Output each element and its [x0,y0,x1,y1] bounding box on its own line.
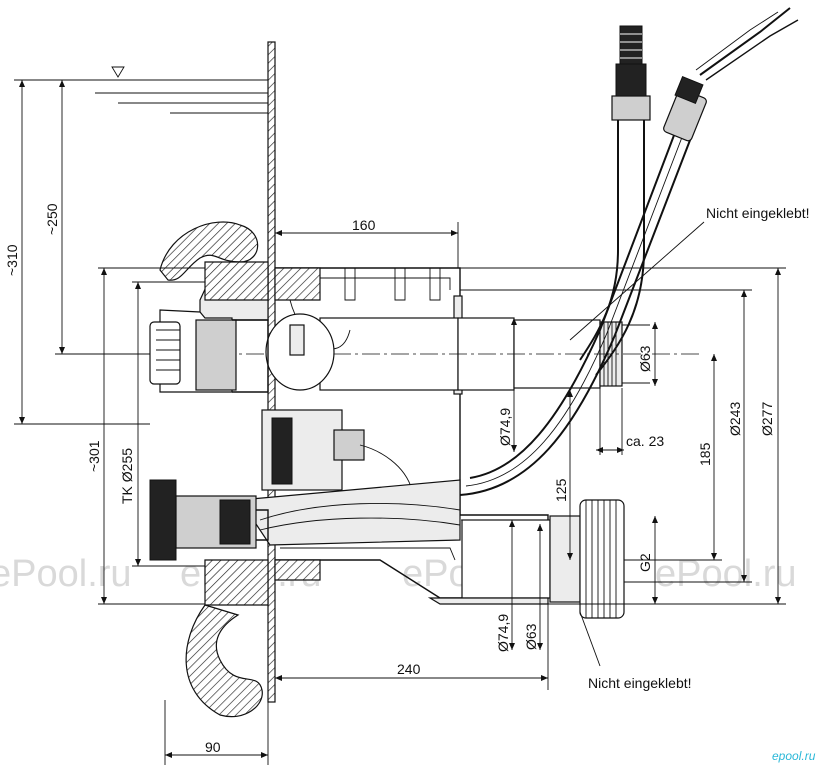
dimension-labels: 160 240 90 ~250 ~310 ~301 TK Ø255 Ø243 Ø… [4,203,810,755]
sensor-tube [579,25,651,376]
watermark-layer: ePool.ru ePool.ru ePool.ru ePool.ru epoo… [0,553,816,763]
dim-240: 240 [397,661,421,677]
dim-g2: G2 [637,553,653,572]
water-level-symbol [60,66,268,114]
dim-301: ~301 [86,440,102,472]
dim-63-bottom: Ø63 [523,623,539,650]
seal-sections [159,221,321,718]
dim-ca-23: ca. 23 [626,433,664,449]
dim-125: 125 [553,478,569,502]
dim-63-top: Ø63 [637,345,653,372]
dim-160: 160 [352,217,376,233]
dim-310: ~310 [4,244,20,276]
dim-74-9-top: Ø74,9 [497,408,513,446]
note-not-glued-top: Nicht eingeklebt! [706,205,810,221]
dim-74-9-bottom: Ø74,9 [495,614,511,652]
epool-logo: epool.ru [772,749,816,763]
internal-components [238,299,461,546]
note-not-glued-bottom: Nicht eingeklebt! [588,675,692,691]
lower-pipe [427,499,625,619]
watermark-text-4: ePool.ru [655,553,797,595]
dim-185: 185 [697,442,713,466]
watermark-text-1: ePool.ru [0,553,132,595]
dim-90: 90 [205,739,221,755]
dim-250: ~250 [44,203,60,235]
dim-tk-255: TK Ø255 [119,448,135,504]
dimension-lines [14,79,786,765]
front-cover [149,263,269,561]
dim-243: Ø243 [727,402,743,436]
cable-conduit [459,7,799,496]
dim-277: Ø277 [759,402,775,436]
